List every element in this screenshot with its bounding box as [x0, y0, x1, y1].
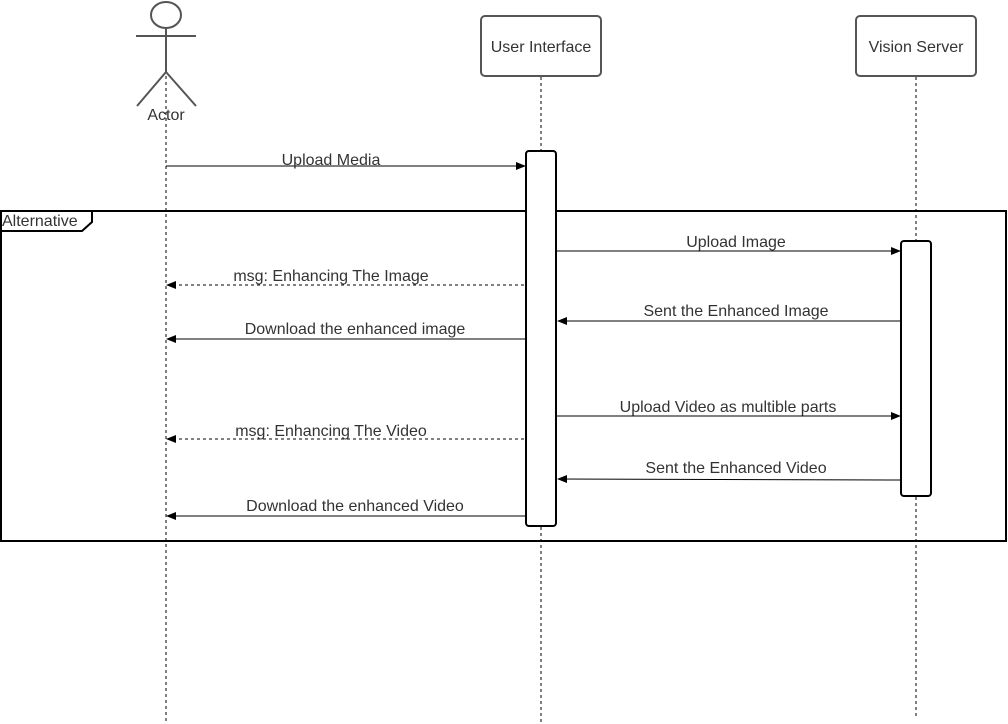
message-download-enhanced-image-label: Download the enhanced image	[245, 321, 466, 338]
user-interface-activation	[525, 150, 557, 527]
message-upload-media: Upload Media	[166, 152, 526, 170]
message-upload-video: Upload Video as multible parts	[557, 399, 901, 420]
fragment-label-tab	[0, 210, 93, 232]
message-enhancing-image-label: msg: Enhancing The Image	[233, 268, 428, 285]
vision-server-label: Vision Server	[869, 39, 965, 56]
user-interface-participant: User Interface	[480, 15, 602, 77]
fragment-label: Alternative	[2, 213, 78, 230]
message-upload-image: Upload Image	[557, 234, 901, 255]
message-download-enhanced-image: Download the enhanced image	[166, 321, 525, 343]
alternative-fragment	[0, 210, 1007, 542]
message-enhancing-video-label: msg: Enhancing The Video	[235, 423, 427, 440]
message-upload-media-label: Upload Media	[282, 152, 381, 169]
message-sent-enhanced-video-label: Sent the Enhanced Video	[645, 460, 826, 477]
vision-server-activation	[900, 240, 932, 497]
message-enhancing-video: msg: Enhancing The Video	[166, 423, 524, 443]
message-sent-enhanced-video: Sent the Enhanced Video	[557, 460, 901, 484]
user-interface-label: User Interface	[491, 39, 592, 56]
message-enhancing-image: msg: Enhancing The Image	[166, 268, 524, 289]
message-download-enhanced-video-label: Download the enhanced Video	[246, 498, 464, 515]
vision-server-participant: Vision Server	[855, 15, 977, 77]
message-upload-video-label: Upload Video as multible parts	[620, 399, 837, 416]
actor-figure	[136, 1, 197, 107]
message-upload-image-label: Upload Image	[686, 234, 786, 251]
actor-label: Actor	[147, 107, 185, 124]
message-download-enhanced-video: Download the enhanced Video	[166, 498, 525, 520]
message-sent-enhanced-image: Sent the Enhanced Image	[557, 303, 900, 325]
message-sent-enhanced-image-label: Sent the Enhanced Image	[643, 303, 828, 320]
